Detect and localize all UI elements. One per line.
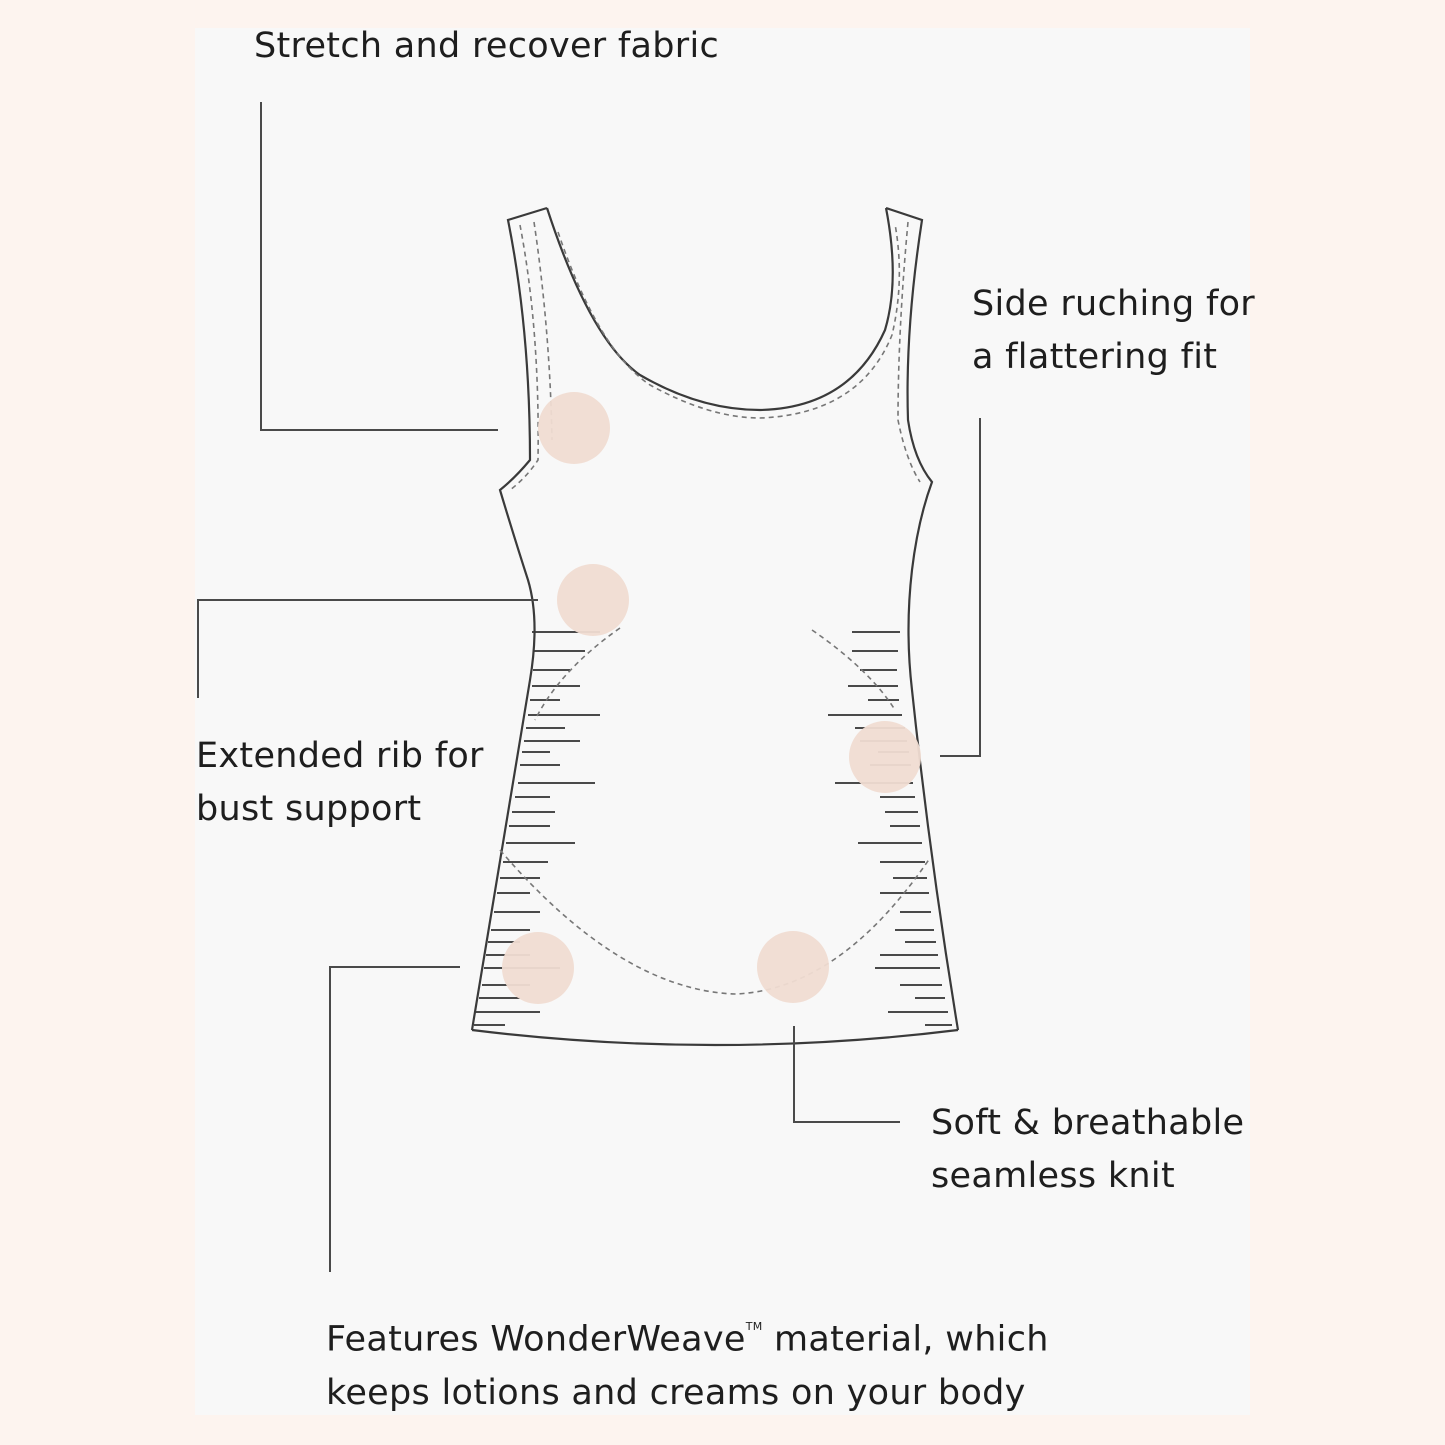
feature-dot: [757, 931, 829, 1003]
callout-text: seamless knit: [931, 1156, 1175, 1196]
tank-top-outline: [470, 206, 960, 1047]
diagram-panel: [195, 28, 1250, 1415]
feature-dot: [557, 564, 629, 636]
trademark-mark: TM: [745, 1320, 763, 1333]
feature-dot: [538, 392, 610, 464]
callout-text: Side ruching for: [972, 284, 1255, 324]
leader-lines: [197, 102, 981, 1272]
callout-text: Soft & breathable: [931, 1103, 1245, 1143]
callout-text: Features WonderWeave: [326, 1319, 746, 1360]
feature-dots: [502, 392, 921, 1004]
feature-dot: [849, 721, 921, 793]
callout-side-ruching: Side ruching for a flattering fit: [972, 278, 1255, 384]
callout-text: material, which: [762, 1319, 1049, 1360]
callout-wonderweave: Features WonderWeaveTM material, which k…: [326, 1308, 1049, 1420]
callout-text: bust support: [196, 789, 422, 829]
callout-text: Extended rib for: [196, 736, 484, 776]
leader-side-ruching: [940, 418, 981, 757]
callout-soft-breathable: Soft & breathable seamless knit: [931, 1097, 1244, 1203]
leader-wonderweave: [329, 966, 460, 1272]
leader-extended-rib: [197, 599, 538, 698]
callout-extended-rib: Extended rib for bust support: [196, 730, 484, 836]
callout-line-1: Features WonderWeaveTM material, which: [326, 1308, 1049, 1367]
leader-soft-breathable: [793, 1026, 900, 1123]
feature-dot: [502, 932, 574, 1004]
callout-text: a flattering fit: [972, 337, 1218, 377]
callout-stretch-recover: Stretch and recover fabric: [254, 20, 719, 73]
leader-stretch: [260, 102, 498, 431]
callout-text: keeps lotions and creams on your body: [326, 1372, 1026, 1413]
callout-text: Stretch and recover fabric: [254, 26, 720, 66]
